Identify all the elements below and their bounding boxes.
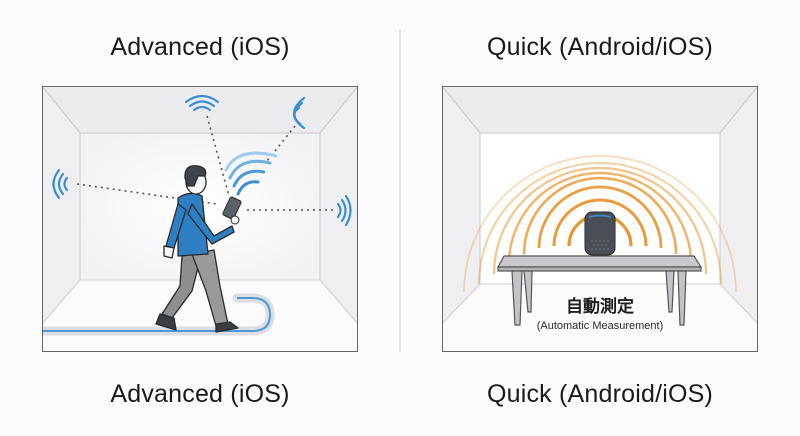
advanced-panel bbox=[42, 86, 358, 352]
room-illustration bbox=[42, 86, 358, 352]
sound-wave-icon bbox=[463, 155, 737, 293]
smart-speaker-icon bbox=[584, 211, 616, 256]
table-icon bbox=[496, 255, 703, 326]
title-advanced-bottom: Advanced (iOS) bbox=[110, 380, 290, 408]
title-advanced-top: Advanced (iOS) bbox=[110, 33, 290, 61]
person-icon bbox=[155, 165, 239, 333]
room-illustration bbox=[442, 86, 758, 352]
caption-english: (Automatic Measurement) bbox=[536, 320, 664, 332]
title-quick-top: Quick (Android/iOS) bbox=[486, 33, 714, 61]
quick-panel: 自動測定 (Automatic Measurement) bbox=[442, 86, 758, 352]
caption-japanese: 自動測定 bbox=[566, 297, 634, 317]
divider bbox=[399, 30, 401, 352]
wifi-signal-icon bbox=[52, 94, 352, 227]
title-quick-bottom: Quick (Android/iOS) bbox=[486, 380, 714, 408]
smartphone-icon bbox=[222, 196, 242, 225]
